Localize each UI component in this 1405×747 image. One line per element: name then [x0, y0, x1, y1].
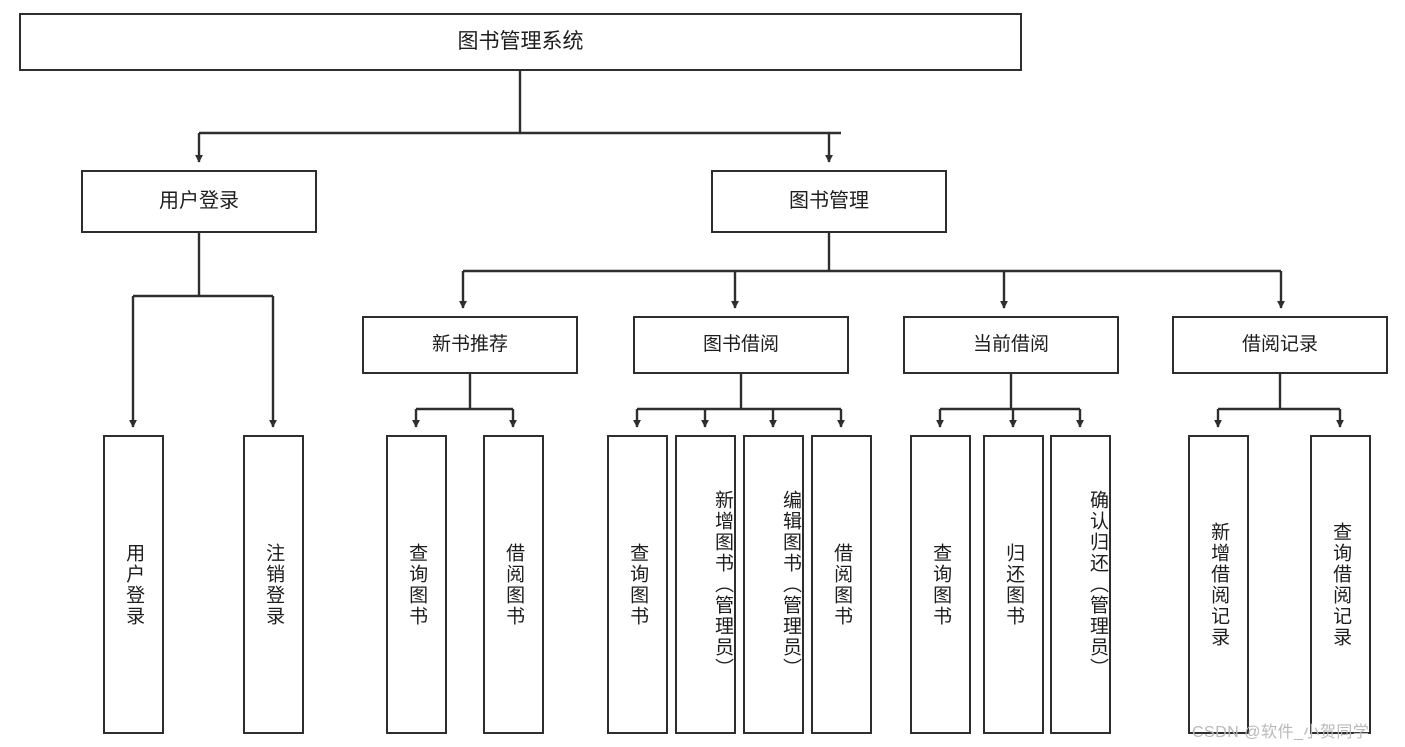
node-leaf-10[interactable]: 确认归还（管理员） [1050, 435, 1111, 734]
node-level3-1-label: 图书借阅 [702, 334, 779, 356]
node-leaf-7[interactable]: 借阅图书 [811, 435, 872, 734]
node-leaf-11[interactable]: 新增借阅记录 [1188, 435, 1249, 734]
node-leaf-0-label: 用户登录 [123, 542, 145, 627]
node-level3-3-label: 借阅记录 [1241, 334, 1318, 356]
node-leaf-11-label: 新增借阅记录 [1208, 521, 1230, 648]
node-level3-3[interactable]: 借阅记录 [1172, 316, 1388, 374]
node-leaf-1-label: 注销登录 [263, 542, 285, 627]
node-leaf-4-label: 查询图书 [627, 542, 649, 627]
node-level3-0[interactable]: 新书推荐 [362, 316, 578, 374]
node-leaf-6-label: 编辑图书（管理员） [780, 490, 801, 679]
node-leaf-12[interactable]: 查询借阅记录 [1310, 435, 1371, 734]
node-level3-2-label: 当前借阅 [972, 334, 1049, 356]
node-root-label: 图书管理系统 [457, 30, 584, 54]
node-level2-0-label: 用户登录 [159, 190, 239, 213]
node-leaf-6[interactable]: 编辑图书（管理员） [743, 435, 804, 734]
node-leaf-0[interactable]: 用户登录 [103, 435, 164, 734]
node-leaf-4[interactable]: 查询图书 [607, 435, 668, 734]
node-level3-1[interactable]: 图书借阅 [633, 316, 849, 374]
csdn-watermark: CSDN @软件_小贺同学 [1192, 724, 1370, 741]
node-leaf-8-label: 查询图书 [930, 542, 952, 627]
node-leaf-5-label: 新增图书（管理员） [712, 490, 733, 679]
node-root[interactable]: 图书管理系统 [19, 13, 1022, 71]
node-leaf-3-label: 借阅图书 [503, 542, 525, 627]
node-level2-1-label: 图书管理 [789, 190, 869, 213]
node-leaf-2[interactable]: 查询图书 [386, 435, 447, 734]
node-leaf-12-label: 查询借阅记录 [1330, 521, 1352, 648]
node-leaf-10-label: 确认归还（管理员） [1087, 490, 1108, 679]
node-leaf-9-label: 归还图书 [1003, 542, 1025, 627]
node-leaf-7-label: 借阅图书 [831, 542, 853, 627]
node-level2-0[interactable]: 用户登录 [81, 170, 317, 233]
node-leaf-2-label: 查询图书 [406, 542, 428, 627]
node-level2-1[interactable]: 图书管理 [711, 170, 947, 233]
node-leaf-3[interactable]: 借阅图书 [483, 435, 544, 734]
node-level3-2[interactable]: 当前借阅 [903, 316, 1119, 374]
node-leaf-5[interactable]: 新增图书（管理员） [675, 435, 736, 734]
node-leaf-9[interactable]: 归还图书 [983, 435, 1044, 734]
node-level3-0-label: 新书推荐 [431, 334, 508, 356]
node-leaf-8[interactable]: 查询图书 [910, 435, 971, 734]
node-leaf-1[interactable]: 注销登录 [243, 435, 304, 734]
